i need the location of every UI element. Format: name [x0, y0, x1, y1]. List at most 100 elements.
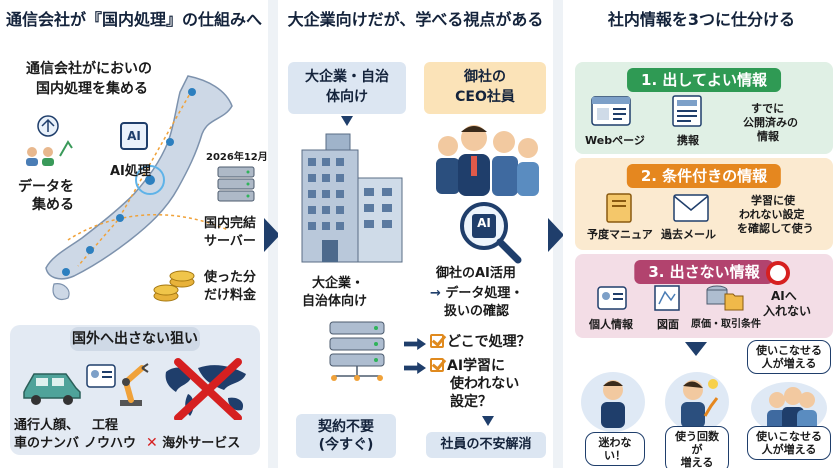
employee-relief-text: 社員の不安解消 — [440, 437, 532, 452]
bubble-line1: 使いこなせる — [756, 344, 822, 357]
outcome2-line2: 増える — [680, 456, 714, 468]
no-contract-box: 契約不要 (今すぐ) — [296, 414, 396, 458]
outcome3-line2: 人が増える — [761, 443, 817, 456]
down-arrow-right — [482, 416, 494, 426]
data-check-line1-text: データ処理・ — [445, 286, 524, 301]
panel1-title: 通信会社が『国内処理』の仕組みへ — [5, 10, 262, 29]
server-label-line1: 国内完結 — [204, 216, 257, 231]
category2-item3-line1: 学習に使 — [751, 194, 795, 207]
checkbox-icon — [430, 358, 444, 372]
launch-date: 2026年12月 — [206, 152, 268, 163]
speech-bubble: 使いこなせる 人が増える — [747, 340, 831, 374]
checkbox-icon — [430, 334, 444, 348]
prohibited-icon — [766, 261, 790, 285]
check-ai-learning: AI学習に — [430, 358, 505, 375]
category2-item2: 過去メール — [661, 228, 716, 241]
bubble-line2: 人が増える — [761, 357, 817, 370]
arrow-right-icon: → — [430, 286, 446, 301]
check2-line2: 使われない — [450, 376, 520, 392]
employee-relief-box: 社員の不安解消 — [426, 432, 546, 458]
goal-item1-line1: 通行人顔、 — [14, 418, 80, 433]
category2-item3-line2: われない設定 — [739, 208, 805, 221]
person-growth-icon — [681, 379, 719, 428]
category-do-not-share: 3. 出さない情報 — [575, 254, 833, 338]
building-label-line1: 大企業・ — [312, 276, 365, 291]
server-icon — [217, 166, 255, 202]
id-card-icon — [86, 364, 116, 388]
company-header-box: 御社の CEO社員 — [424, 62, 546, 114]
category3-title: 3. 出さない情報 — [634, 260, 774, 284]
flow-arrow-2 — [548, 218, 564, 252]
check1-text: どこで処理？ — [447, 334, 531, 350]
no-contract-line2: (今すぐ) — [318, 437, 374, 453]
world-map-icon — [165, 358, 246, 420]
x-mark-icon: ✕ — [146, 435, 158, 451]
panel-info-classification: 社内情報を3つに仕分ける 1. 出してよい情報 Webページ 携報 すでに 公開… — [563, 0, 840, 468]
robot-arm-icon — [120, 363, 149, 406]
category1-item3-line2: 公開済みの — [743, 116, 798, 129]
outcome3-line1: 使いこなせる — [756, 430, 822, 443]
magnifier-ai-text: AI — [477, 216, 491, 230]
category3-item4-line2: 入れない — [763, 304, 812, 318]
car-icon — [23, 373, 81, 405]
category1-item1: Webページ — [585, 134, 645, 147]
ai-magnifier-icon — [460, 202, 522, 264]
enterprise-header-line2: 体向け — [326, 89, 368, 105]
category2-item1: 予度マニュア — [587, 228, 653, 241]
outcome1-text: 迷わない！ — [598, 436, 632, 462]
intro-text-line2: 国内処理を集める — [36, 81, 148, 97]
outcome1-label: 迷わない！ — [585, 432, 645, 466]
personal-info-icon — [597, 286, 627, 310]
category1-title: 1. 出してよい情報 — [627, 68, 781, 92]
people-group-small-icon — [767, 387, 817, 432]
employees-group-icon — [436, 125, 539, 196]
webpage-icon — [591, 96, 631, 126]
outcome2-line1: 使う回数が — [675, 430, 719, 456]
down-arrow-outcomes — [685, 342, 707, 356]
enterprise-header-line1: 大企業・自治 — [305, 69, 389, 85]
no-contract-line1: 契約不要 — [318, 419, 374, 435]
collect-label-line2: 集める — [32, 197, 74, 213]
ai-chip-icon: AI — [120, 122, 148, 150]
data-check-line2: 扱いの確認 — [444, 304, 510, 319]
mail-icon — [673, 194, 709, 222]
outcome3-label: 使いこなせる 人が増える — [747, 426, 831, 460]
panel2-title: 大企業向けだが、学べる視点がある — [287, 10, 544, 29]
category3-item4-line1: AIへ — [771, 289, 797, 303]
outcome2-label: 使う回数が 増える — [665, 426, 729, 468]
category3-item2: 図面 — [657, 318, 679, 331]
check-where-processed: どこで処理？ — [430, 334, 531, 351]
ai-processing-label: AI処理 — [110, 164, 151, 179]
category3-item3: 原価・取引条件 — [691, 319, 761, 330]
check2-line3: 設定？ — [450, 394, 492, 410]
category3-item1: 個人情報 — [589, 318, 633, 331]
category2-item3-line3: を確認して使う — [737, 222, 814, 235]
ai-chip-text: AI — [127, 129, 141, 143]
arrow-to-check2 — [404, 362, 426, 374]
person-thumbs-up-icon — [601, 380, 625, 428]
company-header-line2: CEO社員 — [455, 89, 515, 105]
goal-title: 国外へ出さない狙い — [70, 327, 200, 351]
blueprint-icon — [654, 285, 680, 311]
check2-line1: AI学習に — [447, 358, 506, 374]
cost-folder-icon — [706, 285, 744, 311]
category1-item2: 携報 — [677, 134, 699, 147]
building-label-line2: 自治体向け — [302, 294, 368, 309]
panel-domestic-processing: 通信会社が『国内処理』の仕組みへ 通信会社がにおいの 国内処理を集める データを… — [0, 0, 268, 468]
coins-icon — [153, 270, 195, 302]
newsletter-icon — [672, 95, 702, 127]
arrow-to-check1 — [404, 338, 426, 350]
goal-item3-text: 海外サービス — [162, 436, 241, 451]
goal-item2-line2: ノウハウ — [84, 436, 137, 451]
japan-network-map — [45, 75, 233, 301]
intro-text-line1: 通信会社がにおいの — [26, 61, 152, 77]
fee-label-line2: だけ料金 — [204, 288, 257, 303]
office-building-icon — [301, 133, 403, 263]
panel-enterprise-view: 大企業向けだが、学べる視点がある 大企業・自治 体向け 御社の CEO社員 大企… — [278, 0, 553, 468]
category2-title: 2. 条件付きの情報 — [626, 164, 782, 188]
collect-label-line1: データを — [18, 179, 74, 195]
server-label-line2: サーバー — [204, 234, 256, 249]
fee-label-line1: 使った分 — [204, 270, 257, 285]
manual-book-icon — [606, 193, 632, 223]
panel3-title: 社内情報を3つに仕分ける — [607, 10, 796, 29]
